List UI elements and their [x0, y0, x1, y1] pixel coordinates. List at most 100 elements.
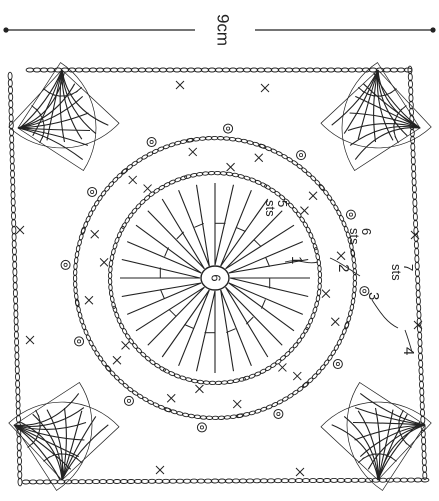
chain-stitch [330, 349, 336, 356]
picot-symbol [346, 210, 355, 219]
chain-stitch [139, 198, 146, 205]
single-crochet-symbol [309, 192, 317, 200]
chain-stitch [101, 360, 108, 367]
chain-stitch [301, 167, 308, 174]
chain-stitch [126, 164, 133, 171]
single-crochet-symbol [227, 163, 235, 171]
single-crochet-symbol [85, 296, 93, 304]
chain-stitch [310, 175, 317, 182]
treble-stitch [179, 190, 210, 266]
chain-stitch [274, 190, 281, 197]
center-ring-count: 6 [209, 274, 224, 281]
chain-stitch [326, 194, 333, 201]
chain-stitch [132, 342, 139, 349]
chain-stitch [288, 346, 295, 353]
fan-treble [18, 128, 83, 160]
treble-bar [254, 240, 261, 247]
treble-stitch [127, 283, 201, 314]
fan-bar [400, 410, 404, 417]
treble-bar [236, 228, 245, 232]
chain-stitch [270, 362, 277, 369]
chain-stitch [327, 354, 333, 361]
fan-treble [344, 416, 378, 480]
picot-dot [277, 412, 280, 415]
chain-loop [105, 365, 171, 412]
single-crochet-symbol [293, 372, 301, 380]
chain-stitch [297, 386, 304, 393]
chain-stitch [148, 191, 155, 198]
chain-loop [344, 250, 356, 328]
chain-stitch [127, 212, 134, 219]
picot-symbol [274, 409, 283, 418]
picot-dot [150, 140, 153, 143]
chain-stitch [135, 347, 142, 354]
chain-stitch [141, 154, 148, 160]
corner-fan-top-left-b [9, 70, 119, 148]
single-crochet-symbol [189, 148, 197, 156]
chain-stitch [118, 378, 125, 385]
picot-symbol [61, 260, 70, 269]
chain-stitch [269, 187, 276, 193]
chain-stitch [296, 337, 303, 344]
chain-stitch [319, 184, 326, 191]
picot-symbol [88, 187, 97, 196]
treble-stitch [226, 287, 268, 357]
chain-stitch [305, 171, 312, 178]
chain-stitch [104, 185, 111, 192]
single-crochet-symbol [113, 356, 121, 364]
chain-stitch [323, 189, 330, 196]
chain-loop [121, 138, 193, 174]
single-crochet-symbol [296, 468, 304, 476]
chain-stitch [125, 333, 132, 340]
chain-stitch [286, 156, 293, 162]
chain-stitch [323, 359, 330, 366]
chain-loop [165, 407, 243, 419]
chain-loop [243, 327, 309, 381]
single-crochet-symbol [337, 252, 345, 260]
chain-stitch [131, 207, 138, 214]
chain-stitch [128, 338, 135, 345]
chain-stitch [303, 327, 309, 334]
treble-stitch [122, 260, 200, 279]
chain-stitch [131, 160, 138, 167]
single-crochet-symbol [156, 466, 164, 474]
fan-treble [62, 70, 108, 125]
fan-bar [390, 457, 397, 462]
picot-dot [77, 340, 80, 343]
treble-bar [177, 232, 184, 239]
chain-stitch [113, 374, 120, 381]
corner-fan-top-right-b [321, 70, 431, 148]
chain-stitch [299, 332, 305, 339]
picot-dot [64, 263, 67, 266]
treble-bar [262, 299, 266, 308]
chain-stitch [279, 355, 286, 362]
corner-fan-bottom-left-b [9, 402, 119, 480]
chain-stitch [284, 350, 291, 357]
single-crochet-symbol [322, 290, 330, 298]
chain-stitch [137, 393, 144, 399]
chain-loop [264, 184, 318, 250]
treble-stitch [122, 283, 201, 297]
single-crochet-symbol [300, 207, 308, 215]
chain-stitch [100, 190, 107, 197]
single-crochet-symbol [129, 176, 137, 184]
chain-loop [302, 322, 349, 388]
corner-fan-bottom-right-b [321, 402, 431, 480]
chain-stitch [104, 364, 111, 371]
fan-outline [18, 63, 96, 171]
chain-stitch [311, 373, 318, 380]
chain-stitch [153, 188, 160, 195]
corner-fan-top-left-a [18, 63, 96, 171]
chain-stitch [143, 195, 150, 202]
chain-stitch [264, 184, 271, 190]
chain-stitch [121, 222, 127, 229]
picot-symbol [197, 423, 206, 432]
single-crochet-symbol [167, 394, 175, 402]
stitch-count-6: 6sts [347, 228, 374, 245]
fan-treble [360, 393, 425, 425]
chain-stitch [97, 195, 103, 202]
picot-symbol [297, 151, 306, 160]
treble-stitch [162, 199, 204, 269]
